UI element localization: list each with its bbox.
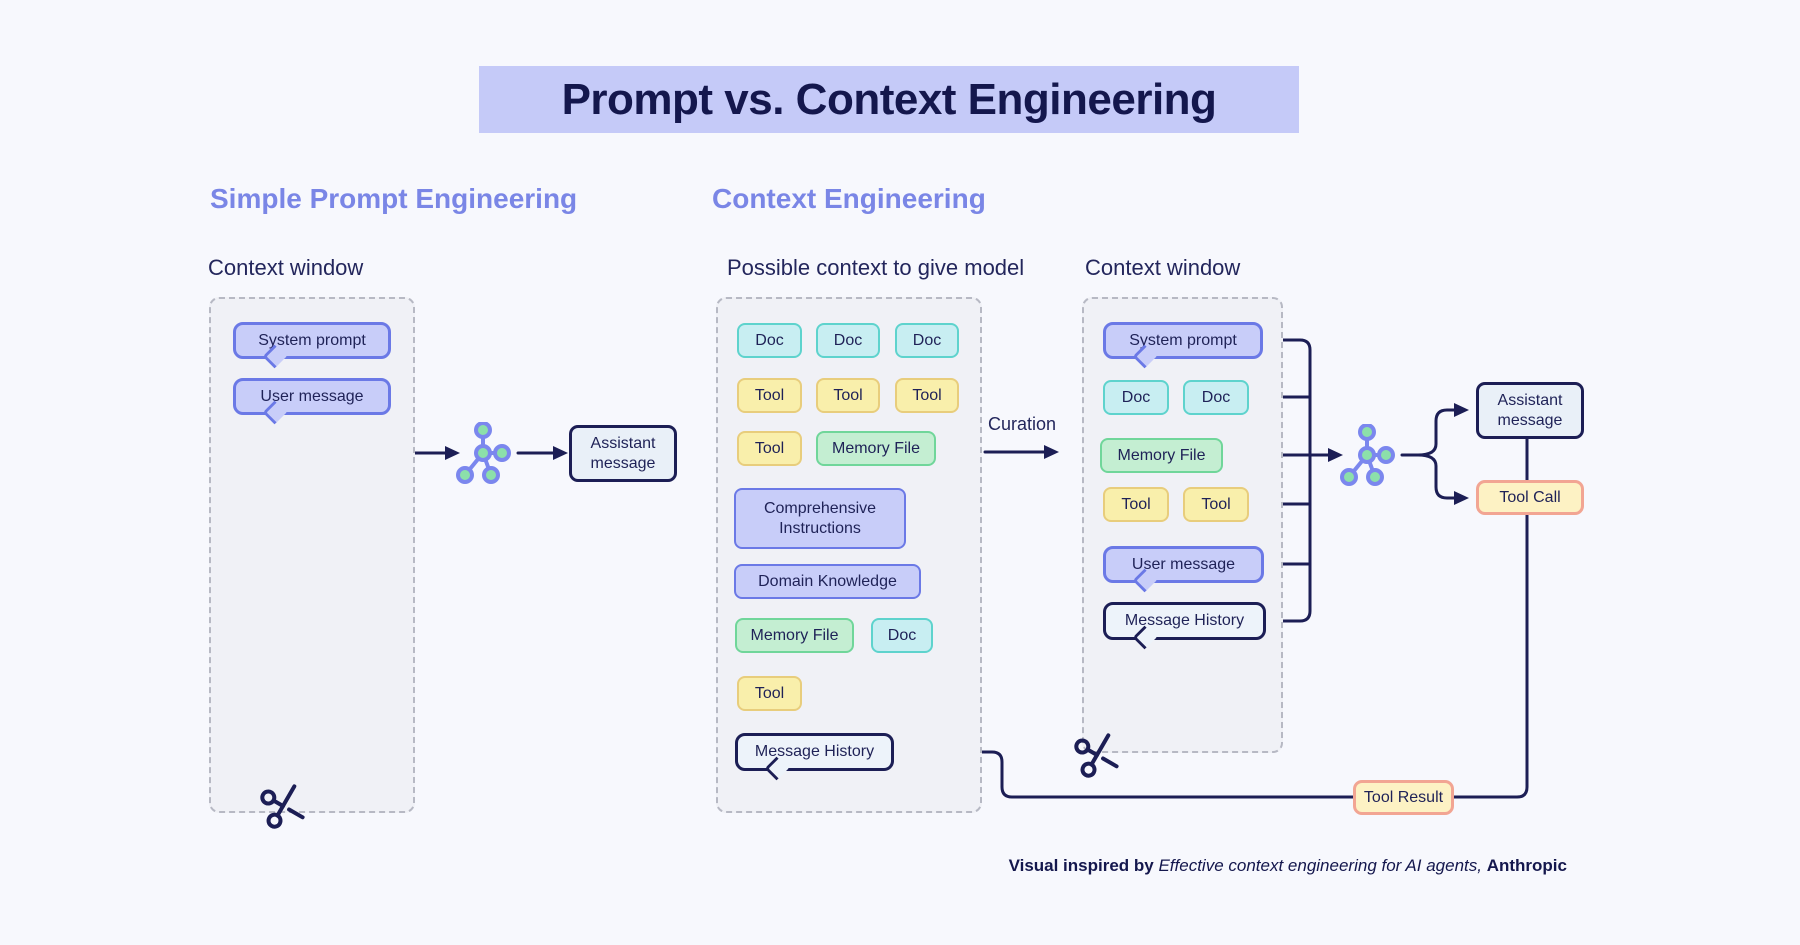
page-title: Prompt vs. Context Engineering: [479, 66, 1299, 133]
arrowhead: [553, 446, 568, 460]
connector-branch-down: [1416, 453, 1456, 500]
chip-label: Tool: [754, 386, 785, 404]
chip-label: Tool: [912, 386, 942, 404]
arrowhead: [1044, 445, 1059, 459]
chip-label: Doc: [912, 331, 942, 349]
left-context-window-box: [209, 297, 415, 813]
footer-author: Anthropic: [1486, 856, 1567, 875]
chip-label: Comprehensive Instructions: [763, 500, 877, 537]
chip-label: User message: [1131, 555, 1236, 573]
section-heading-context-engineering: Context Engineering: [712, 183, 986, 214]
curation-label: Curation: [987, 414, 1057, 434]
chip-tool: Tool: [816, 378, 880, 413]
chip-memory-file: Memory File: [735, 618, 854, 653]
chip-label: Memory File: [750, 626, 839, 644]
assistant-message-box: Assistant message: [569, 425, 677, 482]
chip-domain-knowledge: Domain Knowledge: [734, 564, 921, 599]
assistant-message-label: Assistant message: [1497, 391, 1563, 429]
scissors-icon: [1068, 726, 1127, 785]
chip-tool: Tool: [1103, 487, 1169, 522]
chip-comprehensive-instructions: Comprehensive Instructions: [734, 488, 906, 549]
footer-separator: ,: [1477, 856, 1487, 875]
assistant-message-box: Assistant message: [1476, 382, 1584, 439]
chip-label: Doc: [887, 626, 917, 644]
tool-result-label: Tool Result: [1363, 788, 1444, 806]
chip-tool: Tool: [895, 378, 959, 413]
chip-label: Tool: [754, 684, 785, 702]
chip-memory-file: Memory File: [816, 431, 936, 466]
tool-result-box: Tool Result: [1353, 780, 1454, 815]
arrowhead: [1454, 491, 1469, 505]
chip-doc: Doc: [871, 618, 933, 653]
user-message-label: User message: [260, 387, 364, 405]
chip-label: Tool: [754, 439, 785, 457]
chip-label: Doc: [755, 331, 784, 349]
chip-label: Tool: [1201, 495, 1231, 513]
chip-tool: Tool: [737, 378, 802, 413]
chip-label: Message History: [754, 743, 875, 761]
chip-label: System prompt: [1129, 331, 1237, 349]
connector-branch-up: [1416, 408, 1456, 457]
system-prompt-bubble: System prompt: [233, 322, 391, 359]
message-history-bubble: Message History: [1103, 602, 1266, 640]
chip-label: Memory File: [831, 439, 920, 457]
possible-context-label: Possible context to give model: [727, 255, 1025, 280]
chip-label: Domain Knowledge: [758, 572, 897, 590]
assistant-message-label: Assistant message: [590, 434, 656, 472]
chip-tool: Tool: [1183, 487, 1249, 522]
chip-memory-file: Memory File: [1100, 438, 1223, 473]
left-context-window-label: Context window: [208, 255, 364, 280]
chip-label: Doc: [1121, 388, 1151, 406]
footer-credit: Visual inspired by Effective context eng…: [1000, 856, 1567, 876]
right-context-window-box: [1082, 297, 1283, 753]
chip-doc: Doc: [737, 323, 802, 358]
chip-tool: Tool: [737, 676, 802, 711]
chip-tool: Tool: [737, 431, 802, 466]
arrowhead: [1454, 403, 1469, 417]
chip-label: Tool: [1121, 495, 1151, 513]
footer-source-title: Effective context engineering for AI age…: [1158, 856, 1478, 875]
chip-doc: Doc: [816, 323, 880, 358]
chip-label: Memory File: [1117, 446, 1206, 464]
right-context-window-label: Context window: [1085, 255, 1241, 280]
model-network-icon: [1339, 423, 1395, 486]
footer-prefix: Visual inspired by: [1008, 856, 1159, 875]
section-heading-simple-prompt: Simple Prompt Engineering: [210, 183, 578, 214]
user-message-bubble: User message: [233, 378, 391, 415]
chip-doc: Doc: [1103, 380, 1169, 415]
tool-call-label: Tool Call: [1499, 488, 1561, 506]
chip-label: Doc: [833, 331, 863, 349]
system-prompt-label: System prompt: [258, 331, 366, 349]
chip-label: Tool: [833, 386, 863, 404]
model-network-icon: [455, 421, 511, 484]
user-message-bubble: User message: [1103, 546, 1264, 583]
system-prompt-bubble: System prompt: [1103, 322, 1263, 359]
page-title-text: Prompt vs. Context Engineering: [561, 74, 1217, 124]
message-history-bubble: Message History: [735, 733, 894, 771]
chip-doc: Doc: [1183, 380, 1249, 415]
tool-call-box: Tool Call: [1476, 480, 1584, 515]
chip-label: Message History: [1124, 612, 1245, 630]
scissors-icon: [254, 777, 313, 836]
chip-label: Doc: [1201, 388, 1231, 406]
chip-doc: Doc: [895, 323, 959, 358]
